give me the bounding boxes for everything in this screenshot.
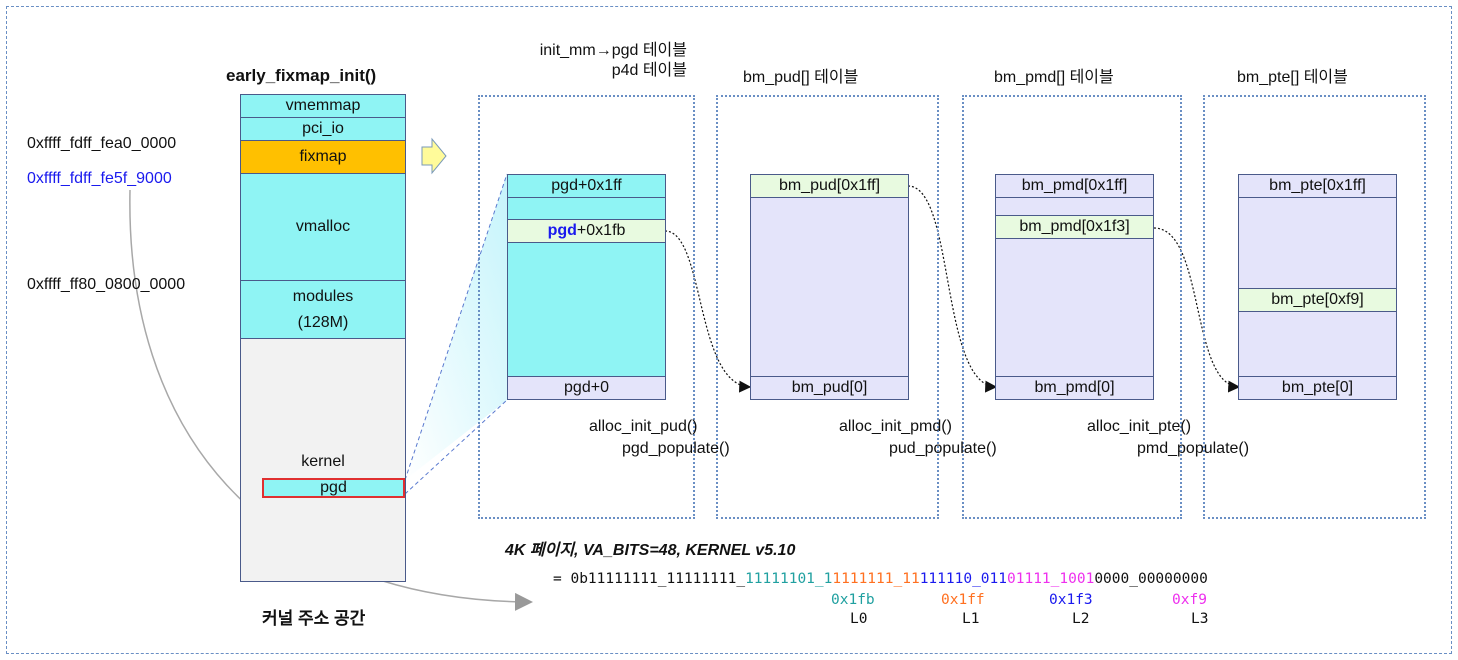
zoom-line-top [404,173,508,481]
pud-table-header: bm_pud[] 테이블 [743,69,859,86]
pmd-table-header: bm_pmd[] 테이블 [994,69,1114,86]
arrow-pgd-to-pud [664,230,752,393]
segment-modules: modules (128M) [240,280,406,339]
bits-caption: 4K 페이지, VA_BITS=48, KERNEL v5.10 [505,542,796,559]
pgd-table-header-line1: init_mm→pgd 테이블 [539,42,687,59]
kernel-label: kernel [301,453,345,470]
pud-entry-1ff: bm_pud[0x1ff] [750,174,909,198]
fn-alloc-init-pud: alloc_init_pud() [589,418,698,435]
diagram-frame [6,6,1452,654]
segment-pci-io: pci_io [240,117,406,141]
zoom-line-bottom [404,399,508,495]
pgd-entry-1fb: pgd+0x1fb [507,219,666,243]
pgd-table-header: init_mm→pgd 테이블 p4d 테이블 [493,41,687,81]
fn-pmd-populate: pmd_populate() [1137,440,1250,457]
pgd-entry-1fb-suffix: +0x1fb [576,222,626,239]
pud-table-container [716,95,939,519]
pgd-table-body [507,174,666,400]
bits-l1: 1111111_11 [832,571,920,587]
pte-table-header: bm_pte[] 테이블 [1237,69,1348,86]
pmd-entry-0: bm_pmd[0] [995,376,1154,400]
block-arrow-icon [421,137,447,175]
pmd-table-body [995,174,1154,400]
bits-prefix: = 0b11111111_11111111_ [553,571,746,587]
fn-pgd-populate: pgd_populate() [622,440,730,457]
arrow-pmd-to-pte [1153,227,1241,393]
kernel-address-space-caption: 커널 주소 공간 [262,609,366,628]
address-fe5f: 0xffff_fdff_fe5f_9000 [27,170,172,187]
level-l3: L3 [1191,611,1209,627]
address-ff80: 0xffff_ff80_0800_0000 [27,276,186,293]
fn-pud-populate: pud_populate() [889,440,997,457]
pud-table-body [750,174,909,400]
segment-vmalloc: vmalloc [240,173,406,281]
pmd-entry-1ff: bm_pmd[0x1ff] [995,174,1154,198]
pgd-table-container [478,95,695,519]
fn-alloc-init-pte: alloc_init_pte() [1087,418,1192,435]
pte-entry-1ff: bm_pte[0x1ff] [1238,174,1397,198]
pte-table-container [1203,95,1426,519]
pgd-entry-top: pgd+0x1ff [507,174,666,198]
arrow-pud-to-pmd [907,185,998,393]
segment-pgd: pgd [262,478,405,498]
fn-alloc-init-pmd: alloc_init_pmd() [839,418,952,435]
hex-l0: 0x1fb [831,592,875,608]
pte-entry-f9: bm_pte[0xf9] [1238,288,1397,312]
bits-l3: 01111_1001 [1007,571,1095,587]
pgd-table-header-line2: p4d 테이블 [611,62,687,79]
early-fixmap-init-title: early_fixmap_init() [226,66,377,85]
hex-l1: 0x1ff [941,592,985,608]
hex-l3: 0xf9 [1172,592,1207,608]
level-l0: L0 [850,611,868,627]
bits-l2: 111110_011 [919,571,1007,587]
bits-string: = 0b11111111_11111111_11111101_11111111_… [553,571,1208,587]
bits-l0: 11111101_1 [745,571,833,587]
pmd-entry-1f3: bm_pmd[0x1f3] [995,215,1154,239]
pte-table-body [1238,174,1397,400]
modules-label: modules [292,287,354,305]
pgd-entry-0: pgd+0 [507,376,666,400]
segment-kernel: kernel [240,338,406,582]
hex-l2: 0x1f3 [1049,592,1093,608]
pgd-entry-1fb-prefix: pgd [547,222,577,239]
pmd-table-container [962,95,1182,519]
segment-fixmap: fixmap [240,140,406,174]
pud-entry-0: bm_pud[0] [750,376,909,400]
pte-entry-0: bm_pte[0] [1238,376,1397,400]
level-l1: L1 [962,611,980,627]
address-fea0: 0xffff_fdff_fea0_0000 [27,135,177,152]
segment-vmemmap: vmemmap [240,94,406,118]
modules-size: (128M) [297,313,349,331]
bits-offset: 0000_00000000 [1094,571,1208,587]
level-l2: L2 [1072,611,1090,627]
address-to-bits-arrow [129,189,533,611]
